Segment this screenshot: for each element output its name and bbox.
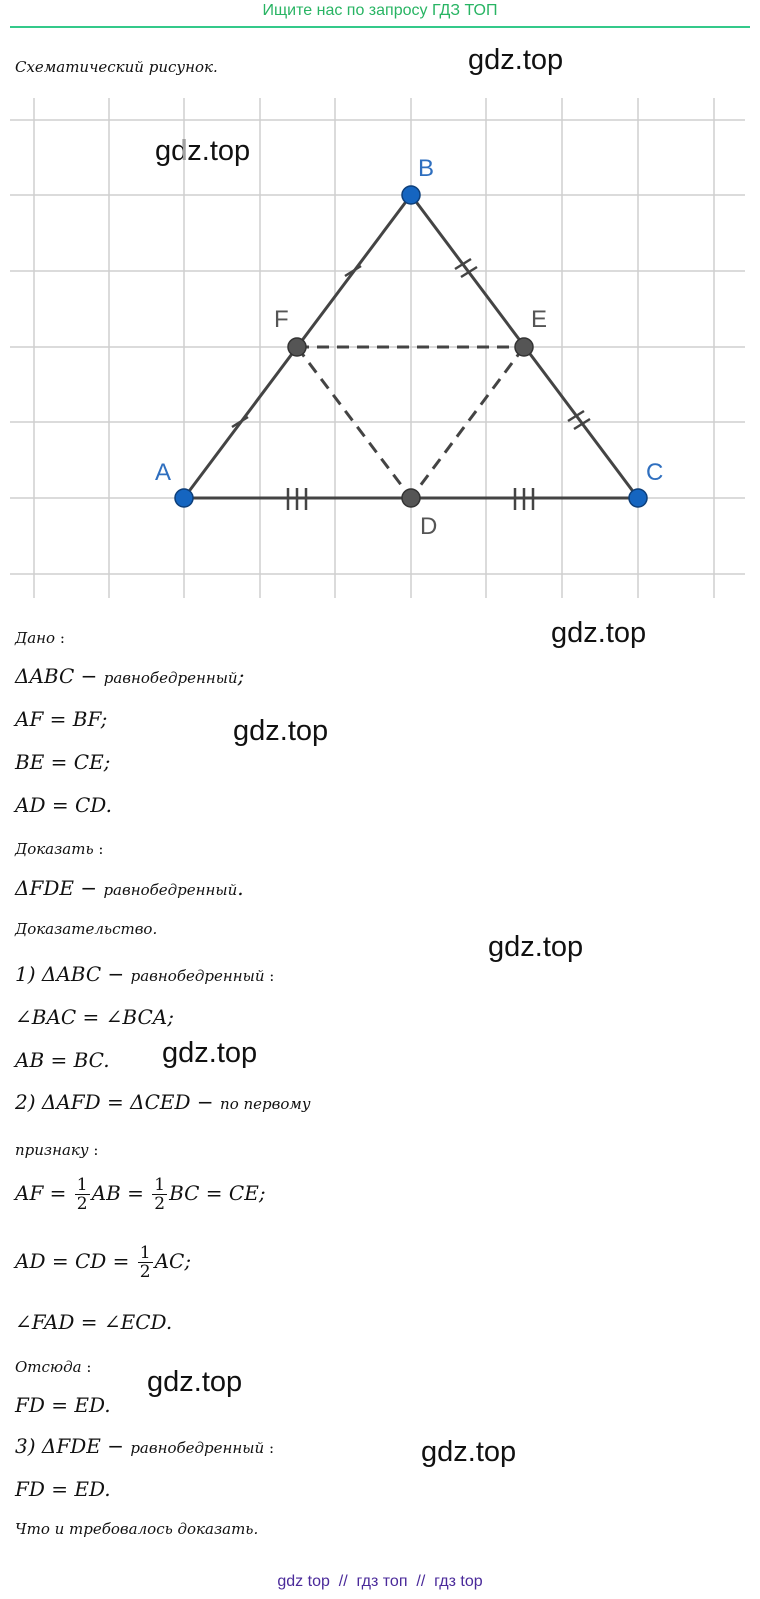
triangle-figure: A B C D E F bbox=[10, 98, 745, 598]
triangle-fde bbox=[295, 345, 526, 499]
proof-step-2: 2) ΔAFD = ΔCED − по первому bbox=[15, 1090, 311, 1114]
proof-step-1: 1) ΔABC − равнобедренный : bbox=[15, 962, 275, 986]
proof-step-1-line-1: ∠BAC = ∠BCA; bbox=[15, 1005, 174, 1029]
watermark: gdz.top bbox=[155, 135, 251, 167]
point-f bbox=[287, 337, 307, 357]
watermark: gdz.top bbox=[488, 931, 584, 963]
given-line-1: ΔABC − равнобедренный; bbox=[15, 664, 245, 688]
proof-title: Доказательство. bbox=[15, 920, 158, 938]
prove-line-1: ΔFDE − равнобедренный. bbox=[15, 876, 244, 900]
watermark: gdz.top bbox=[551, 617, 647, 649]
given-line-3: BE = CE; bbox=[15, 750, 111, 774]
label-e: E bbox=[531, 306, 547, 333]
tick-marks bbox=[231, 257, 591, 510]
given-line-2: AF = BF; bbox=[15, 707, 108, 731]
qed: Что и требовалось доказать. bbox=[15, 1520, 259, 1538]
label-a: A bbox=[155, 459, 171, 486]
top-banner[interactable]: Ищите нас по запросу ГДЗ ТОП bbox=[262, 2, 498, 19]
given-title: Дано : bbox=[15, 629, 65, 647]
label-c: C bbox=[646, 459, 663, 486]
proof-step-3: 3) ΔFDE − равнобедренный : bbox=[15, 1434, 274, 1458]
figure-caption: Схематический рисунок. bbox=[15, 58, 218, 76]
point-b bbox=[401, 185, 421, 205]
proof-step-3-line: FD = ED. bbox=[15, 1477, 111, 1501]
proof-step-2-line-3: ∠FAD = ∠ECD. bbox=[15, 1310, 173, 1334]
proof-step-2-criterion: признаку : bbox=[15, 1141, 99, 1159]
point-e bbox=[514, 337, 534, 357]
point-d bbox=[401, 488, 421, 508]
watermark: gdz.top bbox=[233, 715, 329, 747]
hence-title: Отсюда : bbox=[15, 1358, 92, 1376]
given-line-4: AD = CD. bbox=[15, 793, 112, 817]
watermark: gdz.top bbox=[147, 1366, 243, 1398]
point-c bbox=[628, 488, 648, 508]
watermark: gdz.top bbox=[421, 1436, 517, 1468]
banner-divider bbox=[10, 26, 750, 28]
prove-title: Доказать : bbox=[15, 840, 104, 858]
point-a bbox=[174, 488, 194, 508]
label-b: B bbox=[418, 155, 434, 182]
label-d: D bbox=[420, 513, 437, 540]
label-f: F bbox=[274, 306, 289, 333]
hence-line: FD = ED. bbox=[15, 1393, 111, 1417]
watermark: gdz.top bbox=[162, 1037, 258, 1069]
footer-links[interactable]: gdz top // гдз топ // гдз top bbox=[277, 1573, 483, 1590]
watermark: gdz.top bbox=[468, 44, 564, 76]
proof-step-1-line-2: AB = BC. bbox=[15, 1048, 110, 1072]
